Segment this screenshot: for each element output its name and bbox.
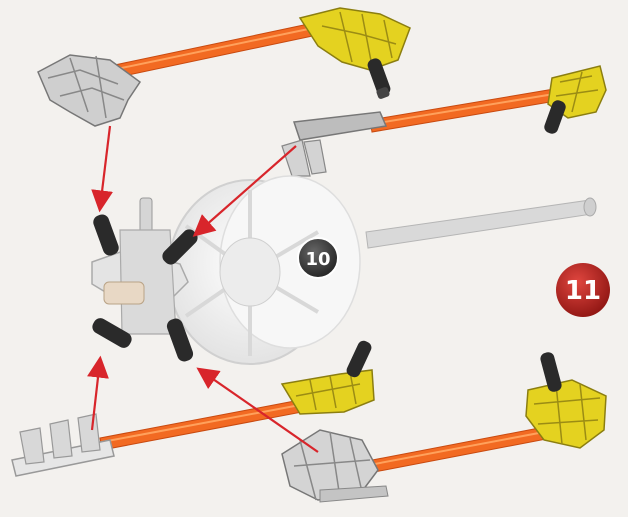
- step-number-next-label: 11: [565, 276, 601, 306]
- rod-upper-right: [370, 88, 562, 132]
- gray-connector-lower-left: [12, 414, 114, 476]
- yellow-connector-lower-middle: [282, 370, 374, 414]
- gray-connector-bottom-middle: [282, 430, 388, 502]
- yellow-connector-top-right: [300, 8, 410, 70]
- step-number-next: 11: [556, 263, 610, 317]
- arrow-1: [100, 126, 110, 208]
- gray-connector-upper-middle: [282, 112, 386, 176]
- step-number-current-label: 10: [305, 249, 330, 270]
- black-peg-upper-right: [543, 99, 568, 136]
- rod-lower-left: [100, 400, 302, 450]
- rod-bottom: [362, 424, 562, 474]
- rod-top: [110, 22, 322, 78]
- axle-rod: [366, 198, 596, 248]
- black-peg-hub-top-left: [91, 213, 120, 258]
- step-number-current: 10: [298, 238, 338, 278]
